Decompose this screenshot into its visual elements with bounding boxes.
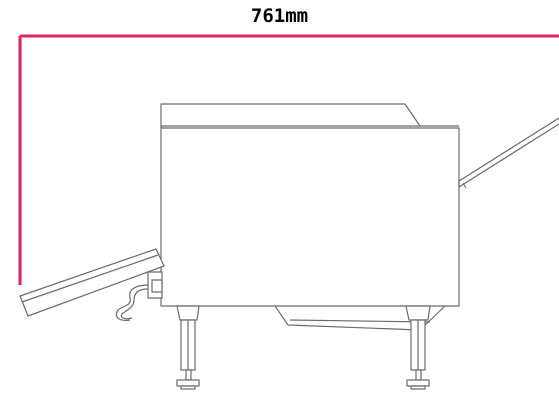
- right-leg: [405, 305, 431, 390]
- width-dimension-label: 761mm: [250, 5, 309, 27]
- loading-tray: [19, 248, 165, 317]
- control-box: [147, 271, 163, 299]
- dimension-line: [18, 34, 559, 285]
- power-cord: [115, 284, 149, 321]
- bottom-tray: [274, 305, 446, 331]
- exit-rail: [458, 117, 559, 189]
- top-cover: [160, 103, 421, 128]
- main-body: [160, 125, 460, 307]
- left-leg: [176, 305, 200, 390]
